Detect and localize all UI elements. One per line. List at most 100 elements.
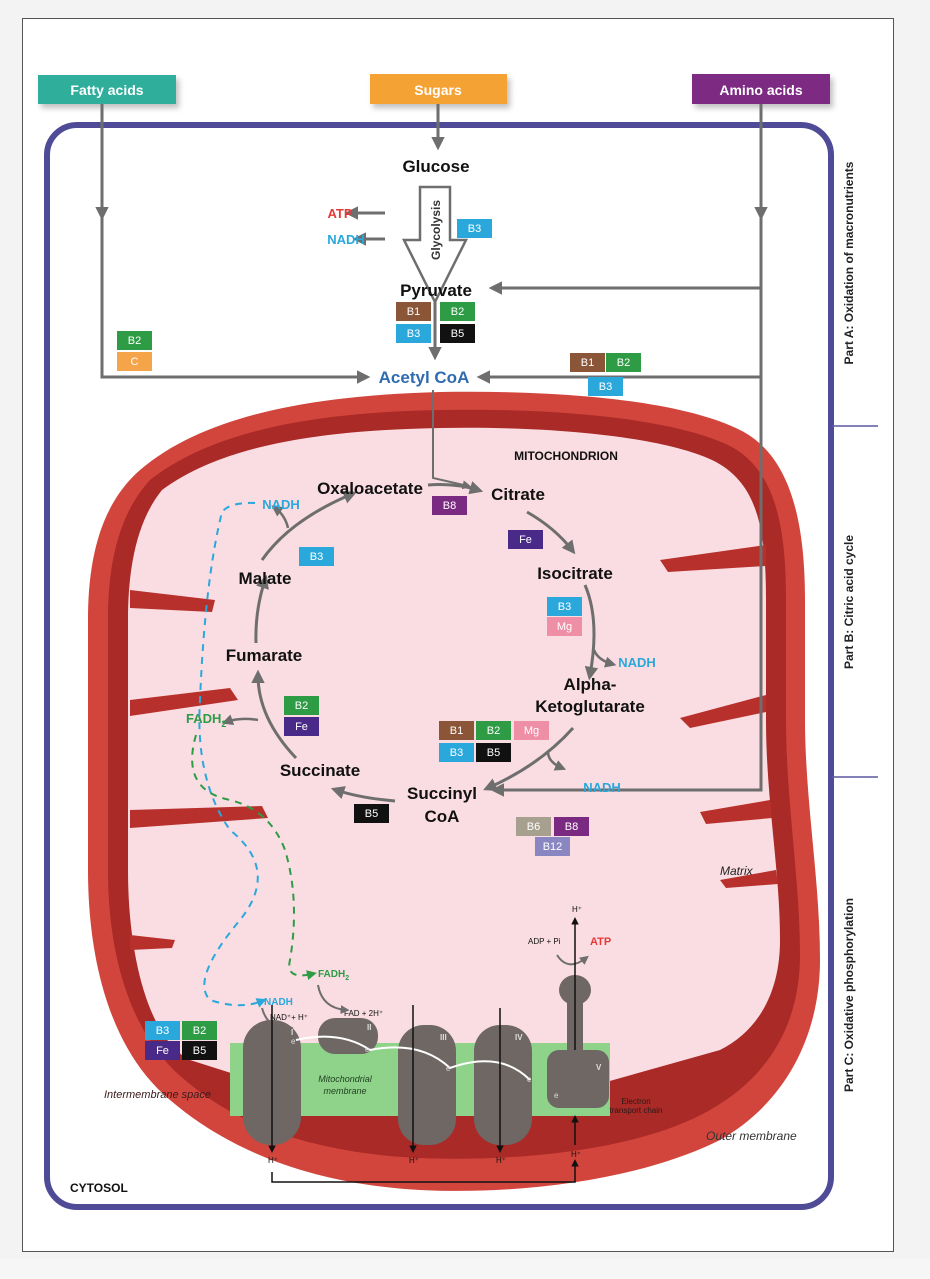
electron-3: e [446,1064,451,1073]
cofactor-box [284,717,319,736]
cofactor-amino-to-acetyl-b2: B2 [606,353,641,372]
cofactor-box [516,817,551,836]
matrix-label: Matrix [720,864,754,878]
electron-4: e [527,1075,532,1084]
cofactor-box [440,324,475,343]
cofactor-box [588,377,623,396]
cofactor-akg-to-succinyl-b2: B2 [476,721,511,740]
cofactor-pyruvate-to-acetyl-b2: B2 [440,302,475,321]
glycolysis-label: Glycolysis [429,200,443,260]
nad-h-label: NAD⁺+ H⁺ [270,1013,308,1022]
cofactor-label: B3 [310,551,323,563]
cofactor-isocitrate-to-akg-mg: Mg [547,617,582,636]
cofactor-pyruvate-to-acetyl-b5: B5 [440,324,475,343]
cofactor-box [432,496,467,515]
cofactor-label: Mg [524,725,539,737]
cofactor-box [182,1021,217,1040]
complex-iv-label: IV [515,1033,523,1042]
cofactor-label: B3 [558,601,571,613]
isocitrate-nadh-label: NADH [618,655,656,670]
malate-label: Malate [239,569,292,588]
cofactor-amino-to-succinyl-b6: B6 [516,817,551,836]
cofactor-amino-to-succinyl-b8: B8 [554,817,589,836]
fadh2-branch [221,714,259,726]
oxaloacetate-to-citrate-arrow [427,481,484,495]
cofactor-amino-to-succinyl-b12: B12 [535,837,570,856]
fadh2-main: FADH [186,711,221,726]
cofactor-succinate-to-fumarate-b2: B2 [284,696,319,715]
cofactor-label: B3 [450,747,463,759]
cofactor-box [547,617,582,636]
cofactor-box [396,302,431,321]
oxaloacetate-label: Oxaloacetate [317,479,423,498]
cofactor-box [508,530,543,549]
cofactor-label: B8 [565,821,578,833]
intermembrane-space-label: Intermembrane space [104,1089,211,1101]
electron-flow-path [295,1035,531,1081]
cofactor-glycolysis-b3: B3 [457,219,492,238]
cofactor-isocitrate-to-akg-b3: B3 [547,597,582,616]
glycolysis-atp-label: ATP [327,206,352,221]
fadh2-label: FADH2 [186,711,226,729]
cofactor-label: B3 [407,328,420,340]
part-a-label: Part A: Oxidation of macronutrients [842,161,856,364]
cofactor-oxaloacetate-to-citrate-b8: B8 [432,496,467,515]
etc-label-1: Electron [621,1097,650,1106]
cofactor-label: B3 [599,381,612,393]
cofactor-label: B5 [193,1045,206,1057]
h-plus-1: H⁺ [268,1156,278,1165]
mito-membrane-label-2: membrane [323,1086,366,1096]
citrate-to-isocitrate-arrow [526,510,576,555]
cofactor-box [117,352,152,371]
cofactor-label: B8 [443,500,456,512]
mitochondrion-label: MITOCHONDRION [514,449,618,463]
cofactor-etc-b5: B5 [182,1041,217,1060]
cofactor-label: B1 [450,725,463,737]
cofactor-label: C [131,356,139,368]
succinyl-to-succinate-arrow [330,786,396,803]
fad-2h-label: FAD + 2H⁺ [344,1009,383,1018]
h-plus-3: H⁺ [496,1156,506,1165]
electron-5: e [554,1091,559,1100]
cofactor-box [476,721,511,740]
succinyl-coa-label-1: Succinyl [407,784,477,803]
cofactor-fatty-to-acetyl-b2: B2 [117,331,152,350]
akg-to-succinyl-arrow [483,727,575,791]
cofactor-box [299,547,334,566]
oxphos-atp-label: ATP [590,936,611,948]
complex-iv [474,1025,532,1145]
cofactor-label: B2 [487,725,500,737]
alpha-ketoglutarate-label-2: Ketoglutarate [535,697,645,716]
cofactor-akg-to-succinyl-b5: B5 [476,743,511,762]
cofactor-box [535,837,570,856]
cofactor-label: Fe [295,721,308,733]
acetyl-to-citrate-arrow [432,390,472,490]
cofactor-box [476,743,511,762]
fumarate-to-malate-arrow [254,574,269,644]
cofactor-etc-b2: B2 [182,1021,217,1040]
atp-synthase-h-label: H⁺ [572,905,582,914]
cofactor-label: B1 [581,357,594,369]
cofactor-etc-fe: Fe [145,1041,180,1060]
cofactor-label: B2 [193,1025,206,1037]
cristae [130,545,778,950]
cofactor-label: Mg [557,621,572,633]
glucose-label: Glucose [402,157,469,176]
cofactor-label: Fe [156,1045,169,1057]
cofactor-label: B2 [128,335,141,347]
isocitrate-nadh-branch [592,649,617,668]
part-b-label: Part B: Citric acid cycle [842,535,856,669]
fatty-acids-box [38,75,176,104]
cofactor-akg-to-succinyl-b3: B3 [439,743,474,762]
cofactor-pyruvate-to-acetyl-b1: B1 [396,302,431,321]
fumarate-label: Fumarate [226,646,303,665]
isocitrate-label: Isocitrate [537,564,613,583]
cofactor-box [439,721,474,740]
cofactor-label: B2 [617,357,630,369]
atp-synthesis-arrow [556,954,589,966]
cofactor-box [606,353,641,372]
glycolysis-nadh-label: NADH [327,232,365,247]
fadh2-sub: 2 [221,719,226,729]
cofactor-box [182,1041,217,1060]
